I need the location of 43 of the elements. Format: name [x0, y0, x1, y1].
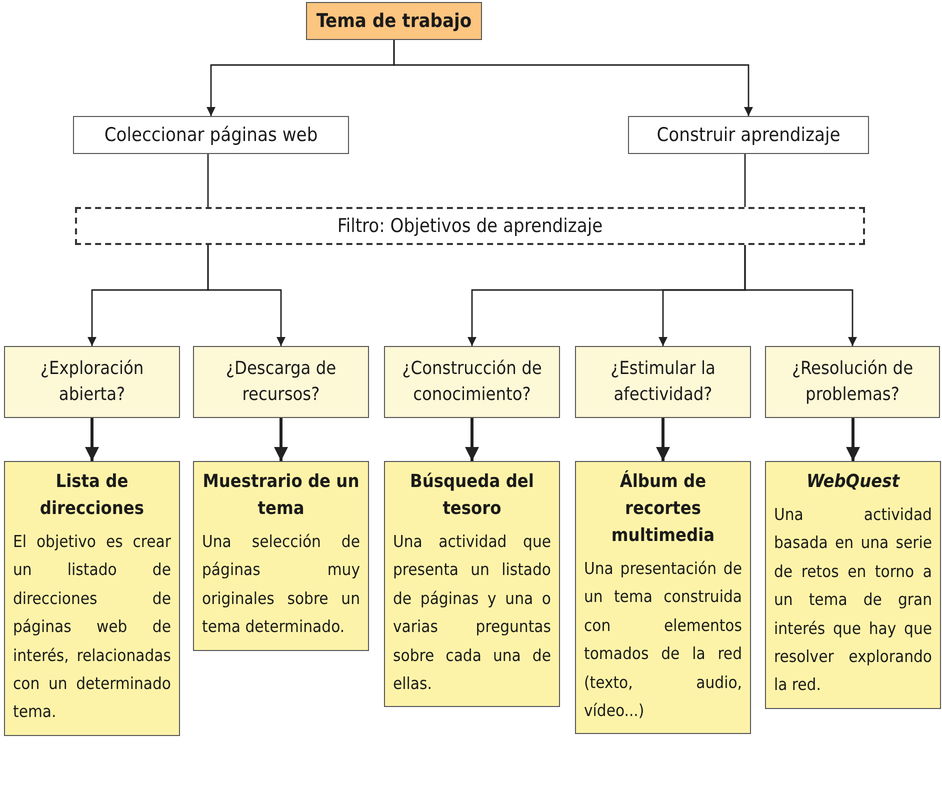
question-box: [193, 346, 369, 418]
question-box: [4, 346, 180, 418]
arrow: [656, 416, 670, 461]
activity-card: [4, 461, 180, 736]
arrow: [274, 416, 288, 461]
card-description: Una actividad basada en una serie de retos en torno a un tema de gran interés que hay que resolver explorando la red.: [774, 504, 932, 696]
arrow: [846, 416, 860, 461]
question-text: ¿Exploración abierta?: [39, 356, 145, 407]
question-text: ¿Construcción de conocimiento?: [401, 356, 543, 407]
arrow: [393, 40, 753, 116]
arrow: [85, 416, 99, 461]
question-text: ¿Resolución de problemas?: [790, 356, 914, 407]
card-description: Una actividad que presenta un listado de páginas y una o varias preguntas sobre cada una de ellas.: [393, 531, 551, 695]
card-title: WebQuest: [806, 470, 901, 494]
process-box: [73, 116, 349, 154]
box-label: Coleccionar páginas web: [104, 124, 318, 146]
card-description: Una presentación de un tema construida con elementos tomados de la red (texto, audio, vídeo...): [584, 558, 742, 722]
card-description: El objetivo es crear un listado de direcciones de páginas web de interés, relacionadas con un determinado tema.: [13, 531, 171, 724]
arrow: [744, 245, 857, 346]
process-box: [628, 116, 869, 154]
activity-card: [575, 461, 751, 734]
box-label: Filtro: Objetivos de aprendizaje: [337, 215, 603, 237]
box-label: Tema de trabajo: [316, 10, 472, 32]
card-description: Una selección de páginas muy originales sobre un tema determinado.: [202, 531, 360, 638]
box-label: Construir aprendizaje: [656, 124, 840, 146]
connector-line: [207, 153, 209, 207]
card-title: Muestrario de un tema: [202, 470, 360, 521]
filter-box: [75, 207, 865, 245]
connector-line: [744, 153, 746, 207]
activity-card: [765, 461, 941, 709]
question-text: ¿Descarga de recursos?: [224, 356, 338, 407]
card-title: Álbum de recortes multimedia: [610, 469, 716, 548]
question-box: [765, 346, 940, 418]
question-box: [384, 346, 560, 418]
activity-card: [193, 461, 369, 650]
activity-card: [384, 461, 560, 708]
topic-box: [306, 2, 482, 40]
card-title: Lista de direcciones: [38, 470, 146, 521]
question-text: ¿Estimular la afectividad?: [610, 356, 716, 407]
question-box: [575, 346, 751, 418]
arrow: [207, 245, 286, 346]
arrow: [465, 416, 479, 461]
card-title: Búsqueda del tesoro: [409, 470, 535, 521]
